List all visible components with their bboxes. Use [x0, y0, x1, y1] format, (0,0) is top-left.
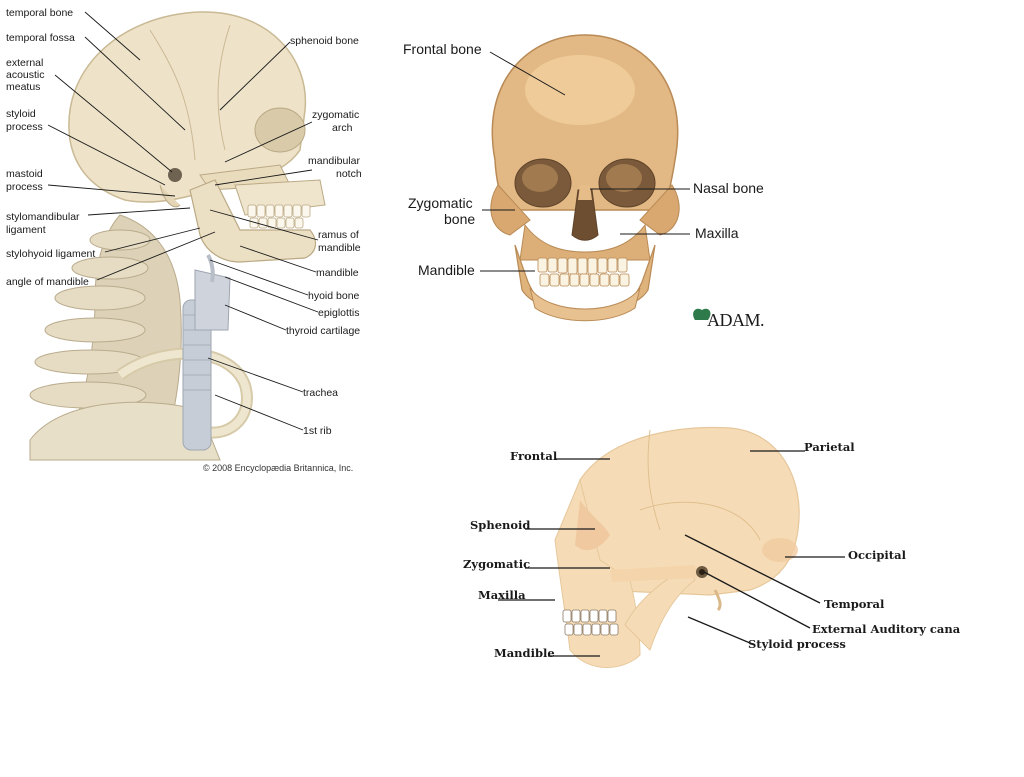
- label-angle-of-mandible: angle of mandible: [6, 276, 89, 288]
- label-zygomatic: Zygomatic: [463, 557, 530, 571]
- leader-lines-panel-3: [498, 450, 845, 657]
- label-sphenoid: Sphenoid: [470, 518, 530, 532]
- label-stylomandibular-ligament-2: ligament: [6, 224, 46, 236]
- label-zygomatic-arch-2: arch: [332, 122, 353, 134]
- adam-logo-text: ADAM.: [707, 310, 764, 330]
- frontal-skull: [490, 34, 680, 322]
- label-zygomatic-arch-1: zygomatic: [312, 109, 359, 121]
- label-external-acoustic-meatus-1: external: [6, 57, 43, 69]
- frontal-skull-svg: Frontal bone Nasal bone Zygomatic bone M…: [403, 34, 765, 330]
- lateral-skull-diagram: Frontal Parietal Sphenoid Occipital Zygo…: [460, 420, 960, 680]
- label-stylohyoid-ligament: stylohyoid ligament: [6, 248, 95, 260]
- label-ramus-of-mandible-1: ramus of: [318, 229, 359, 241]
- leader-lines-panel-2: [480, 51, 690, 272]
- label-zygomatic-bone-1: Zygomatic: [408, 195, 473, 211]
- label-mandibular-notch-1: mandibular: [308, 155, 360, 167]
- label-maxilla-diagram: Maxilla: [478, 588, 526, 602]
- labels-panel-2: Frontal bone Nasal bone Zygomatic bone M…: [403, 41, 764, 278]
- label-temporal-bone: temporal bone: [6, 7, 73, 19]
- label-styloid-process-2: process: [6, 121, 43, 133]
- label-mastoid-process-2: process: [6, 181, 43, 193]
- label-styloid-process-1: styloid: [6, 108, 36, 120]
- label-epiglottis: epiglottis: [318, 307, 359, 319]
- label-external-acoustic-meatus-3: meatus: [6, 81, 40, 93]
- frontal-skull-illustration: Frontal bone Nasal bone Zygomatic bone M…: [390, 20, 790, 340]
- label-temporal: Temporal: [824, 597, 885, 611]
- lateral-skull-diagram-shape: [554, 426, 800, 668]
- label-sphenoid-bone: sphenoid bone: [290, 35, 359, 47]
- label-maxilla: Maxilla: [695, 225, 739, 241]
- label-parietal: Parietal: [804, 440, 855, 454]
- leader-lines-panel-1: [47, 11, 319, 431]
- label-ramus-of-mandible-2: mandible: [318, 242, 361, 254]
- labels-panel-1: temporal bone temporal fossa external ac…: [6, 7, 362, 473]
- label-frontal: Frontal: [510, 449, 558, 463]
- label-nasal-bone: Nasal bone: [693, 180, 764, 196]
- label-mandible-diagram: Mandible: [494, 646, 555, 660]
- label-thyroid-cartilage: thyroid cartilage: [286, 325, 360, 337]
- copyright-credit: © 2008 Encyclopædia Britannica, Inc.: [203, 463, 353, 473]
- label-frontal-bone: Frontal bone: [403, 41, 482, 57]
- lateral-skull-diagram-svg: Frontal Parietal Sphenoid Occipital Zygo…: [463, 426, 960, 668]
- label-first-rib: 1st rib: [303, 425, 332, 437]
- lateral-cranium: [68, 11, 326, 263]
- label-occipital: Occipital: [848, 548, 907, 562]
- leaf-icon: [693, 308, 711, 320]
- label-trachea: trachea: [303, 387, 338, 399]
- adam-logo: ADAM.: [693, 308, 765, 330]
- label-hyoid-bone: hyoid bone: [308, 290, 360, 302]
- label-external-auditory-canal: External Auditory canal: [812, 622, 960, 636]
- label-mastoid-process-1: mastoid: [6, 168, 43, 180]
- label-external-acoustic-meatus-2: acoustic: [6, 69, 45, 81]
- lateral-skull-neck-svg: temporal bone temporal fossa external ac…: [6, 7, 362, 473]
- label-mandible-frontal: Mandible: [418, 262, 475, 278]
- labels-panel-3: Frontal Parietal Sphenoid Occipital Zygo…: [463, 440, 960, 660]
- lateral-skull-neck-illustration: temporal bone temporal fossa external ac…: [0, 0, 380, 480]
- label-mandibular-notch-2: notch: [336, 168, 362, 180]
- label-mandible: mandible: [316, 267, 359, 279]
- label-styloid-process-diagram: Styloid process: [748, 637, 846, 651]
- label-temporal-fossa: temporal fossa: [6, 32, 75, 44]
- label-zygomatic-bone-2: bone: [444, 211, 475, 227]
- label-stylomandibular-ligament-1: stylomandibular: [6, 211, 80, 223]
- trachea-rib: [116, 254, 253, 451]
